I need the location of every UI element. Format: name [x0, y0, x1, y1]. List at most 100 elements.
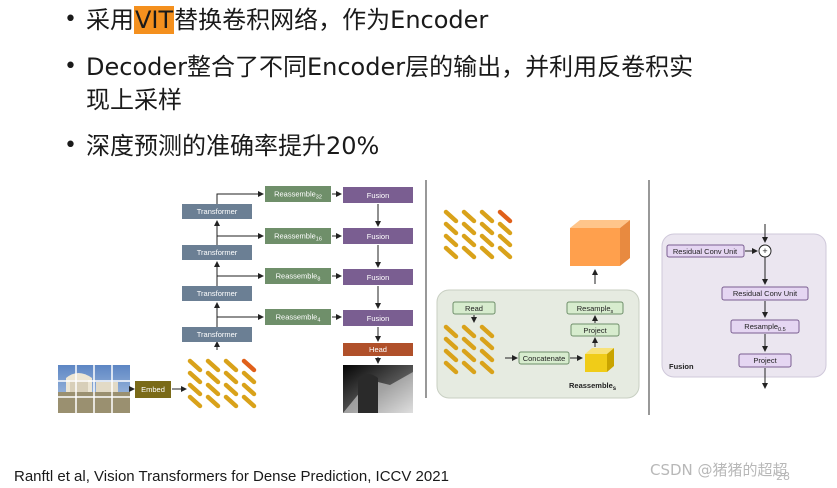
head-label: Head — [369, 345, 387, 354]
token-mark — [187, 358, 203, 373]
transformer-block — [182, 245, 252, 260]
project-label: Project — [753, 356, 777, 365]
bullet-text-pre: 采用 — [86, 6, 134, 34]
watermark: CSDN @猪猪的超超 — [650, 461, 788, 479]
citation: Ranftl et al, Vision Transformers for De… — [14, 468, 449, 485]
fusion-block — [343, 269, 413, 285]
bullet-text-post: 替换卷积网络，作为Encoder — [174, 6, 489, 34]
token-mark — [461, 233, 477, 248]
reassemble-label: Reassemble16 — [274, 232, 322, 243]
token-mark — [461, 324, 477, 339]
token-mark — [223, 394, 239, 409]
embed-block — [135, 381, 171, 398]
bullet-text: 深度预测的准确率提升20% — [86, 132, 380, 160]
residual-conv-unit-1-label: Residual Conv Unit — [673, 247, 738, 256]
token-mark — [443, 348, 459, 363]
read-label: Read — [465, 304, 483, 313]
token-mark — [497, 221, 513, 236]
flow-arrow — [216, 233, 264, 245]
residual-conv-unit-2-label: Residual Conv Unit — [733, 289, 798, 298]
fusion-module-box — [661, 233, 827, 378]
token-mark — [461, 245, 477, 260]
token-mark — [205, 358, 221, 373]
project-block — [738, 353, 792, 368]
token-mark — [241, 382, 257, 397]
bullet-symbol: • — [64, 54, 77, 79]
token-mark — [205, 382, 221, 397]
token-mark — [479, 209, 495, 224]
token-grid-input — [443, 209, 513, 260]
transformer-block — [182, 286, 252, 301]
reassemble-label: Reassemble32 — [274, 190, 322, 201]
concatenate-label: Concatenate — [523, 354, 566, 363]
token-mark — [443, 245, 459, 260]
transformer-label: Transformer — [197, 207, 238, 216]
token-mark — [461, 348, 477, 363]
transformer-label: Transformer — [197, 330, 238, 339]
token-mark — [443, 221, 459, 236]
token-mark — [187, 394, 203, 409]
fusion-label: Fusion — [367, 191, 390, 200]
read-block — [452, 301, 496, 315]
reassemble-block — [265, 228, 331, 244]
page-number: 28 — [776, 470, 790, 483]
token-mark — [241, 370, 257, 385]
flow-arrow — [216, 191, 264, 204]
concatenated-feature-cube — [585, 348, 614, 372]
input-image — [58, 365, 130, 413]
token-mark — [479, 348, 495, 363]
resample-label: Resamples — [577, 304, 614, 315]
bullet-text-line-1: Decoder整合了不同Encoder层的输出，并利用反卷积实 — [86, 53, 694, 81]
reassemble-label: Reassemble8 — [276, 272, 321, 283]
reassemble-block — [265, 268, 331, 284]
token-mark — [223, 358, 239, 373]
fusion-label: Fusion — [367, 232, 390, 241]
resample-block — [566, 301, 624, 315]
token-mark — [223, 382, 239, 397]
token-mark — [479, 360, 495, 375]
fusion-panel: Residual Conv Unit + Residual Conv Unit … — [661, 224, 827, 389]
token-grid-read — [443, 324, 495, 375]
fusion-block — [343, 228, 413, 244]
transformer-block — [182, 327, 252, 342]
token-mark — [479, 324, 495, 339]
token-mark — [443, 209, 459, 224]
transformer-label: Transformer — [197, 248, 238, 257]
token-mark — [443, 233, 459, 248]
token-mark — [497, 209, 513, 224]
fusion-label: Fusion — [367, 314, 390, 323]
token-mark — [205, 394, 221, 409]
reassemble-module-title: Reassembles — [569, 381, 617, 392]
token-mark — [479, 336, 495, 351]
transformer-label: Transformer — [197, 289, 238, 298]
highlighted-term: VIT — [134, 6, 175, 34]
token-mark — [461, 221, 477, 236]
flow-arrow — [216, 273, 264, 286]
reassemble-label: Reassemble4 — [276, 313, 321, 324]
token-mark — [223, 370, 239, 385]
flow-arrow — [216, 314, 264, 327]
project-block — [570, 323, 620, 337]
fusion-block — [343, 187, 413, 203]
token-grid — [187, 358, 257, 409]
bullet-symbol: • — [64, 7, 77, 32]
transformer-block — [182, 204, 252, 219]
token-mark — [461, 360, 477, 375]
resample-0-5-label: Resample0.5 — [744, 322, 785, 333]
token-mark — [479, 233, 495, 248]
reassemble-panel: Read Concatenate Project Resamples Reass… — [436, 209, 640, 399]
bullet-text: 采用VIT替换卷积网络，作为Encoder — [86, 4, 488, 36]
bullet-text-line-2: 现上采样 — [86, 86, 182, 114]
token-mark — [187, 370, 203, 385]
token-mark — [461, 336, 477, 351]
residual-conv-unit-1 — [666, 244, 745, 258]
token-mark — [479, 221, 495, 236]
token-mark — [241, 394, 257, 409]
token-mark — [241, 358, 257, 373]
embed-label: Embed — [141, 385, 165, 394]
depth-output-image — [343, 365, 413, 413]
token-mark — [461, 209, 477, 224]
fusion-module-title: Fusion — [669, 362, 694, 371]
main-panel: Embed TransformerTransformerTransformerT… — [58, 186, 413, 413]
reassemble-block — [265, 309, 331, 325]
